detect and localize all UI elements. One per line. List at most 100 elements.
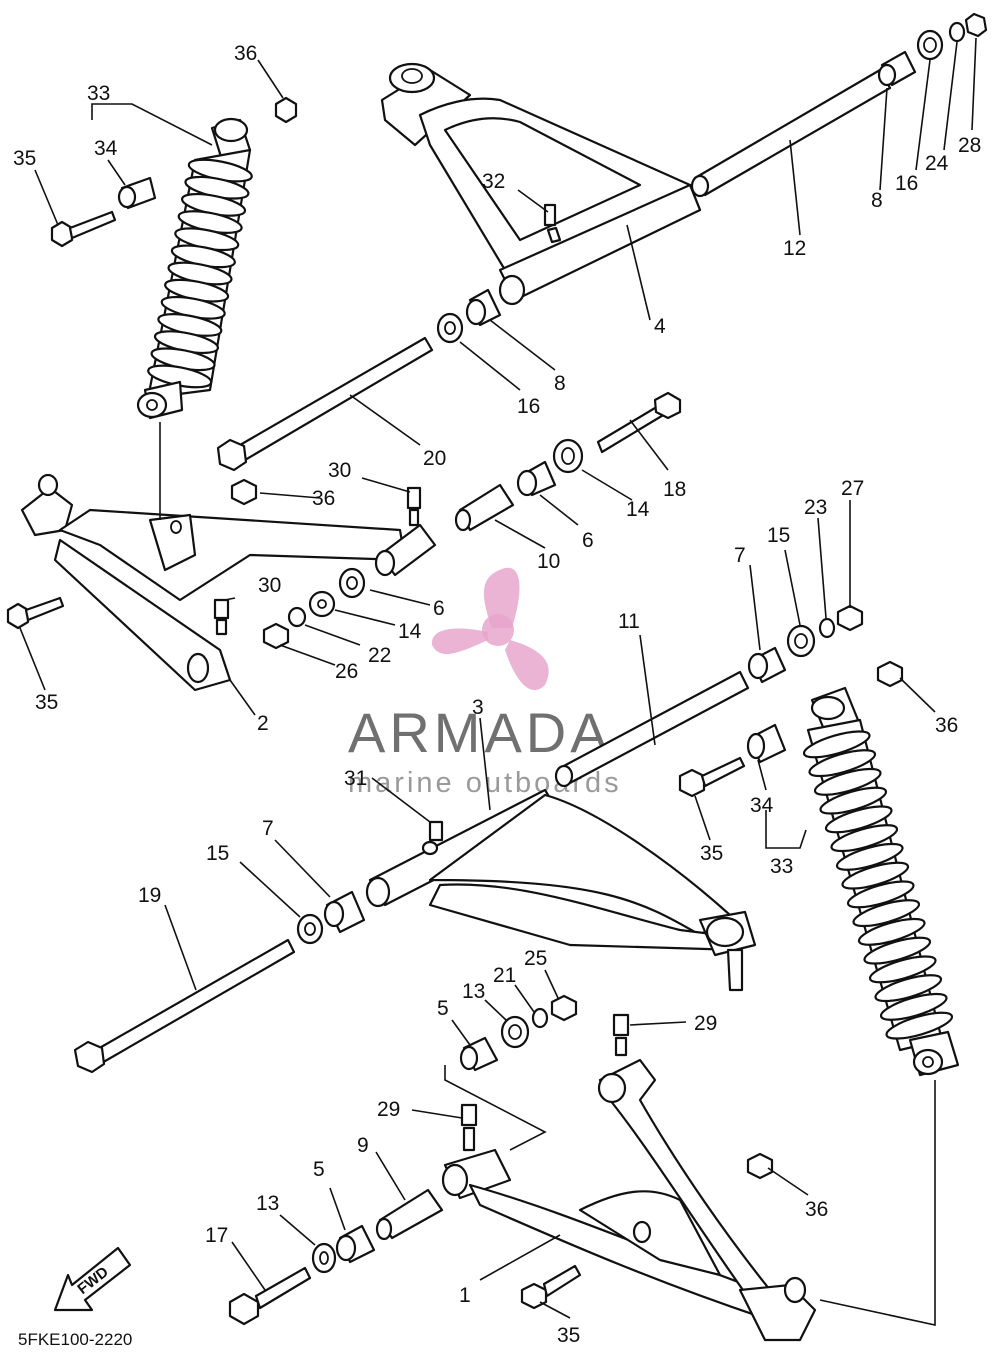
watermark-brand: ARMADA [348,701,612,764]
grease-nipple-30-lower [213,598,230,636]
callout-5: 5 [313,1158,325,1181]
callout-34: 34 [750,794,774,817]
nut-36-arm [230,478,258,506]
callout-21: 21 [493,964,516,987]
callout-6: 6 [433,597,445,620]
propeller-logo [431,567,549,691]
callout-30: 30 [258,574,281,597]
bushing-5-lower [335,1224,376,1264]
callout-26: 26 [335,660,358,683]
callout-16: 16 [517,395,540,418]
spring-coil [885,1011,954,1040]
spring-coil [879,992,948,1021]
callout-9: 9 [357,1134,369,1157]
bolt-18 [596,391,682,454]
spring-coil [857,917,926,946]
callout-24: 24 [925,152,949,175]
callout-14: 14 [398,620,422,643]
callout-32: 32 [482,170,505,193]
grease-nipple-32 [543,203,562,244]
bushing-stack-left [262,567,366,650]
leader-lines [19,37,977,1326]
spring-coil [874,974,943,1003]
shaft-12 [690,68,892,198]
callout-11: 11 [618,610,640,633]
grease-nipple-30-upper [406,486,422,527]
nut-36-upper [274,96,298,124]
spring-coil [824,805,893,834]
bolt-17 [228,1266,312,1326]
callout-36: 36 [234,42,257,65]
callout-36: 36 [805,1198,828,1221]
lower-right-a-arm [365,788,757,992]
bushing-6-upper [516,460,557,497]
bolt-35-upper [50,210,117,248]
collar-34-upper [117,176,157,210]
callout-22: 22 [368,644,391,667]
callout-7: 7 [262,817,274,840]
callout-7: 7 [734,544,746,567]
spring-coil [863,936,932,965]
spring-coil [841,861,910,890]
callout-35: 35 [700,842,723,865]
callout-31: 31 [344,767,367,790]
callout-30: 30 [328,459,351,482]
callout-25: 25 [524,947,547,970]
callout-27: 27 [841,477,864,500]
callout-33: 33 [770,855,793,878]
lower-left-a-arm [441,1058,817,1342]
long-bolt-20 [216,336,434,472]
callout-15: 15 [767,524,790,547]
callout-36: 36 [935,714,958,737]
callout-36: 36 [312,487,335,510]
spring-coil [852,899,921,928]
collar-34-lower [746,723,787,764]
hardware-right-upper [747,604,864,684]
grease-nipple-31 [421,820,444,856]
grease-nipple-29-lower [460,1103,478,1152]
bolt-35-lower-shock [678,756,746,798]
callout-20: 20 [423,447,446,470]
callout-numbers: 36 33 34 35 32 4 12 8 16 24 28 8 16 20 3… [13,42,981,1347]
collar-9 [375,1188,444,1241]
callout-15: 15 [206,842,229,865]
callout-3: 3 [472,696,484,719]
upper-right-bushings [877,12,988,87]
spring-coil [819,786,888,815]
callout-28: 28 [958,134,981,157]
shock-absorber-upper [136,117,253,420]
washer-15-lower [296,913,324,945]
shaft-11 [554,670,750,788]
callout-8: 8 [554,372,566,395]
callout-23: 23 [804,496,827,519]
spring-coil [802,730,871,759]
callout-29: 29 [694,1012,717,1035]
callout-6: 6 [582,529,594,552]
callout-34: 34 [94,137,118,160]
callout-29: 29 [377,1098,400,1121]
bolt-35-lower-arm [520,1264,582,1310]
callout-1: 1 [459,1284,471,1307]
lower-bushing-stack [459,994,578,1072]
callout-8: 8 [871,189,883,212]
spring-coil [868,955,937,984]
callout-18: 18 [663,478,686,501]
bushing-7-lower [323,890,366,934]
callout-12: 12 [783,237,806,260]
callout-33: 33 [87,82,110,105]
spring-coil [846,880,915,909]
bolt-35-arm [6,596,65,630]
spring-coil [808,749,877,778]
callout-16: 16 [895,172,918,195]
upper-right-a-arm [380,62,702,306]
upper-left-a-arm [20,473,437,692]
callout-2: 2 [257,712,269,735]
callout-5: 5 [437,997,449,1020]
diagram-code: 5FKE100-2220 [18,1330,132,1349]
callout-17: 17 [205,1224,228,1247]
callout-4: 4 [654,315,666,338]
nut-36-lower-arm [746,1152,774,1180]
spring-coil [813,767,882,796]
bushing-8-upper [465,288,502,327]
